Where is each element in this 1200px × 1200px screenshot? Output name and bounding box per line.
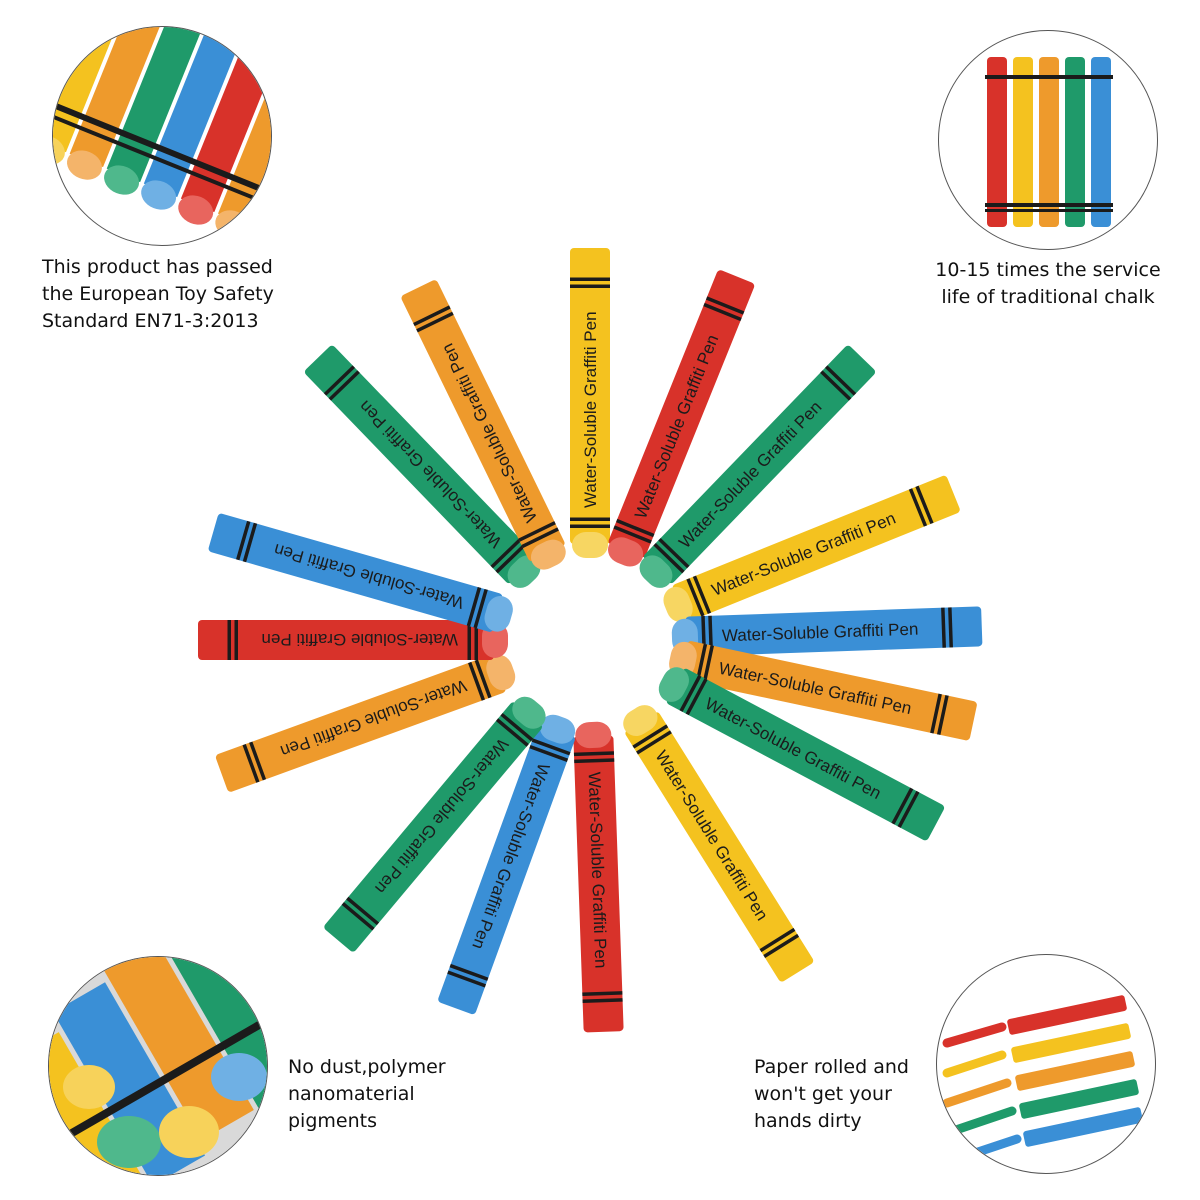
caption-no-dust: No dust,polymer nanomaterial pigments xyxy=(288,1054,446,1135)
caption-toy-safety: This product has passed the European Toy… xyxy=(42,254,274,335)
crayon: Water-Soluble Graffiti Pen xyxy=(570,248,610,558)
caption-paper-rolled: Paper rolled and won't get your hands di… xyxy=(754,1054,909,1135)
crayon: Water-Soluble Graffiti Pen xyxy=(573,721,624,1033)
crayon-label: Water-Soluble Graffiti Pen xyxy=(261,630,458,649)
caption-line: nanomaterial xyxy=(288,1083,415,1105)
five-crayons-image xyxy=(938,30,1158,250)
crayon-label: Water-Soluble Graffiti Pen xyxy=(709,509,898,600)
caption-line: Paper rolled and xyxy=(754,1056,909,1078)
caption-service-life: 10-15 times the service life of traditio… xyxy=(922,257,1174,311)
crayon: Water-Soluble Graffiti Pen xyxy=(198,620,508,660)
caption-line: 10-15 times the service xyxy=(935,259,1161,281)
caption-line: Standard EN71-3:2013 xyxy=(42,310,259,332)
caption-line: This product has passed xyxy=(42,256,273,278)
crayon-label: Water-Soluble Graffiti Pen xyxy=(651,747,771,924)
drawn-lines-image xyxy=(936,954,1156,1174)
crayon-tips-closeup xyxy=(52,26,272,246)
crayon-label: Water-Soluble Graffiti Pen xyxy=(278,676,469,761)
crayon-pile-closeup xyxy=(48,956,268,1176)
crayon-label: Water-Soluble Graffiti Pen xyxy=(581,311,600,508)
caption-line: life of traditional chalk xyxy=(941,286,1155,308)
caption-line: pigments xyxy=(288,1110,377,1132)
caption-line: the European Toy Safety xyxy=(42,283,274,305)
caption-line: won't get your xyxy=(754,1083,892,1105)
caption-line: No dust,polymer xyxy=(288,1056,446,1078)
caption-line: hands dirty xyxy=(754,1110,862,1132)
